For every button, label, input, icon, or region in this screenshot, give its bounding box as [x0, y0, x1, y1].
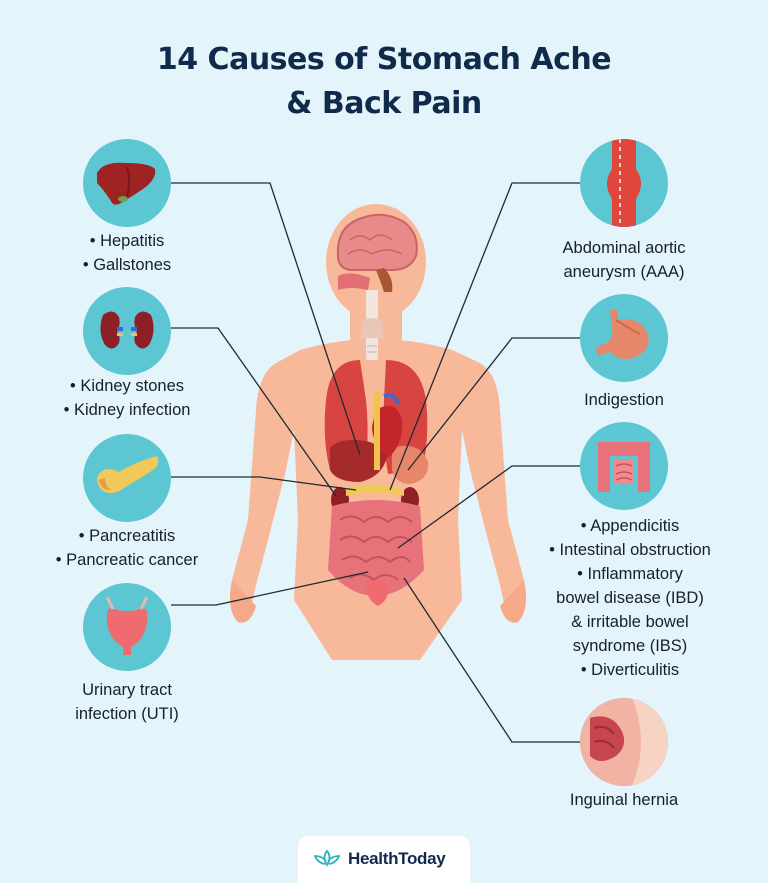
intestine-icon	[580, 422, 668, 510]
label-pancreas: Pancreatitis Pancreatic cancer	[7, 524, 247, 572]
label-line: aneurysm (AAA)	[563, 263, 685, 281]
liver-icon	[83, 139, 171, 227]
label-line: syndrome (IBS)	[572, 637, 688, 655]
bladder	[366, 580, 389, 606]
label-line: Urinary tract	[82, 681, 172, 699]
pancreas-icon	[83, 434, 171, 522]
label-line: Indigestion	[584, 391, 664, 409]
label-line: Pancreatitis	[7, 524, 247, 548]
label-kidney: Kidney stones Kidney infection	[7, 374, 247, 422]
aorta-icon	[580, 139, 668, 227]
label-line: Kidney stones	[7, 374, 247, 398]
label-intestine: • Appendicitis • Intestinal obstruction …	[510, 514, 750, 682]
label-line: • Appendicitis	[580, 517, 680, 535]
label-line: • Intestinal obstruction	[549, 541, 711, 559]
label-line: Hepatitis	[7, 229, 247, 253]
label-line: Inguinal hernia	[569, 791, 679, 809]
title-line-2: & Back Pain	[286, 86, 482, 121]
kidney-icon	[83, 287, 171, 375]
lotus-icon	[314, 849, 340, 867]
label-liver: Hepatitis Gallstones	[7, 229, 247, 277]
label-aorta: Abdominal aortic aneurysm (AAA)	[504, 236, 744, 284]
label-hernia: Inguinal hernia	[504, 788, 744, 812]
label-line: bowel disease (IBD)	[556, 589, 704, 607]
label-line: Abdominal aortic	[562, 239, 686, 257]
brain	[336, 213, 418, 271]
label-line: Kidney infection	[7, 398, 247, 422]
title-line-1: 14 Causes of Stomach Ache	[156, 42, 612, 77]
label-line: • Diverticulitis	[580, 661, 680, 679]
stomach-icon	[580, 294, 668, 382]
label-bladder: Urinary tract infection (UTI)	[7, 678, 247, 726]
label-line: infection (UTI)	[75, 705, 179, 723]
label-line: & irritable bowel	[571, 613, 689, 631]
brand-logo: HealthToday	[298, 836, 470, 883]
bladder-icon	[83, 583, 171, 671]
label-line: Pancreatic cancer	[7, 548, 247, 572]
label-line: Gallstones	[7, 253, 247, 277]
hernia-icon	[580, 698, 668, 786]
label-line: • Inflammatory	[577, 565, 683, 583]
label-stomach: Indigestion	[504, 388, 744, 412]
brand-name: HealthToday	[348, 849, 446, 868]
page-title: 14 Causes of Stomach Ache & Back Pain	[0, 38, 768, 126]
